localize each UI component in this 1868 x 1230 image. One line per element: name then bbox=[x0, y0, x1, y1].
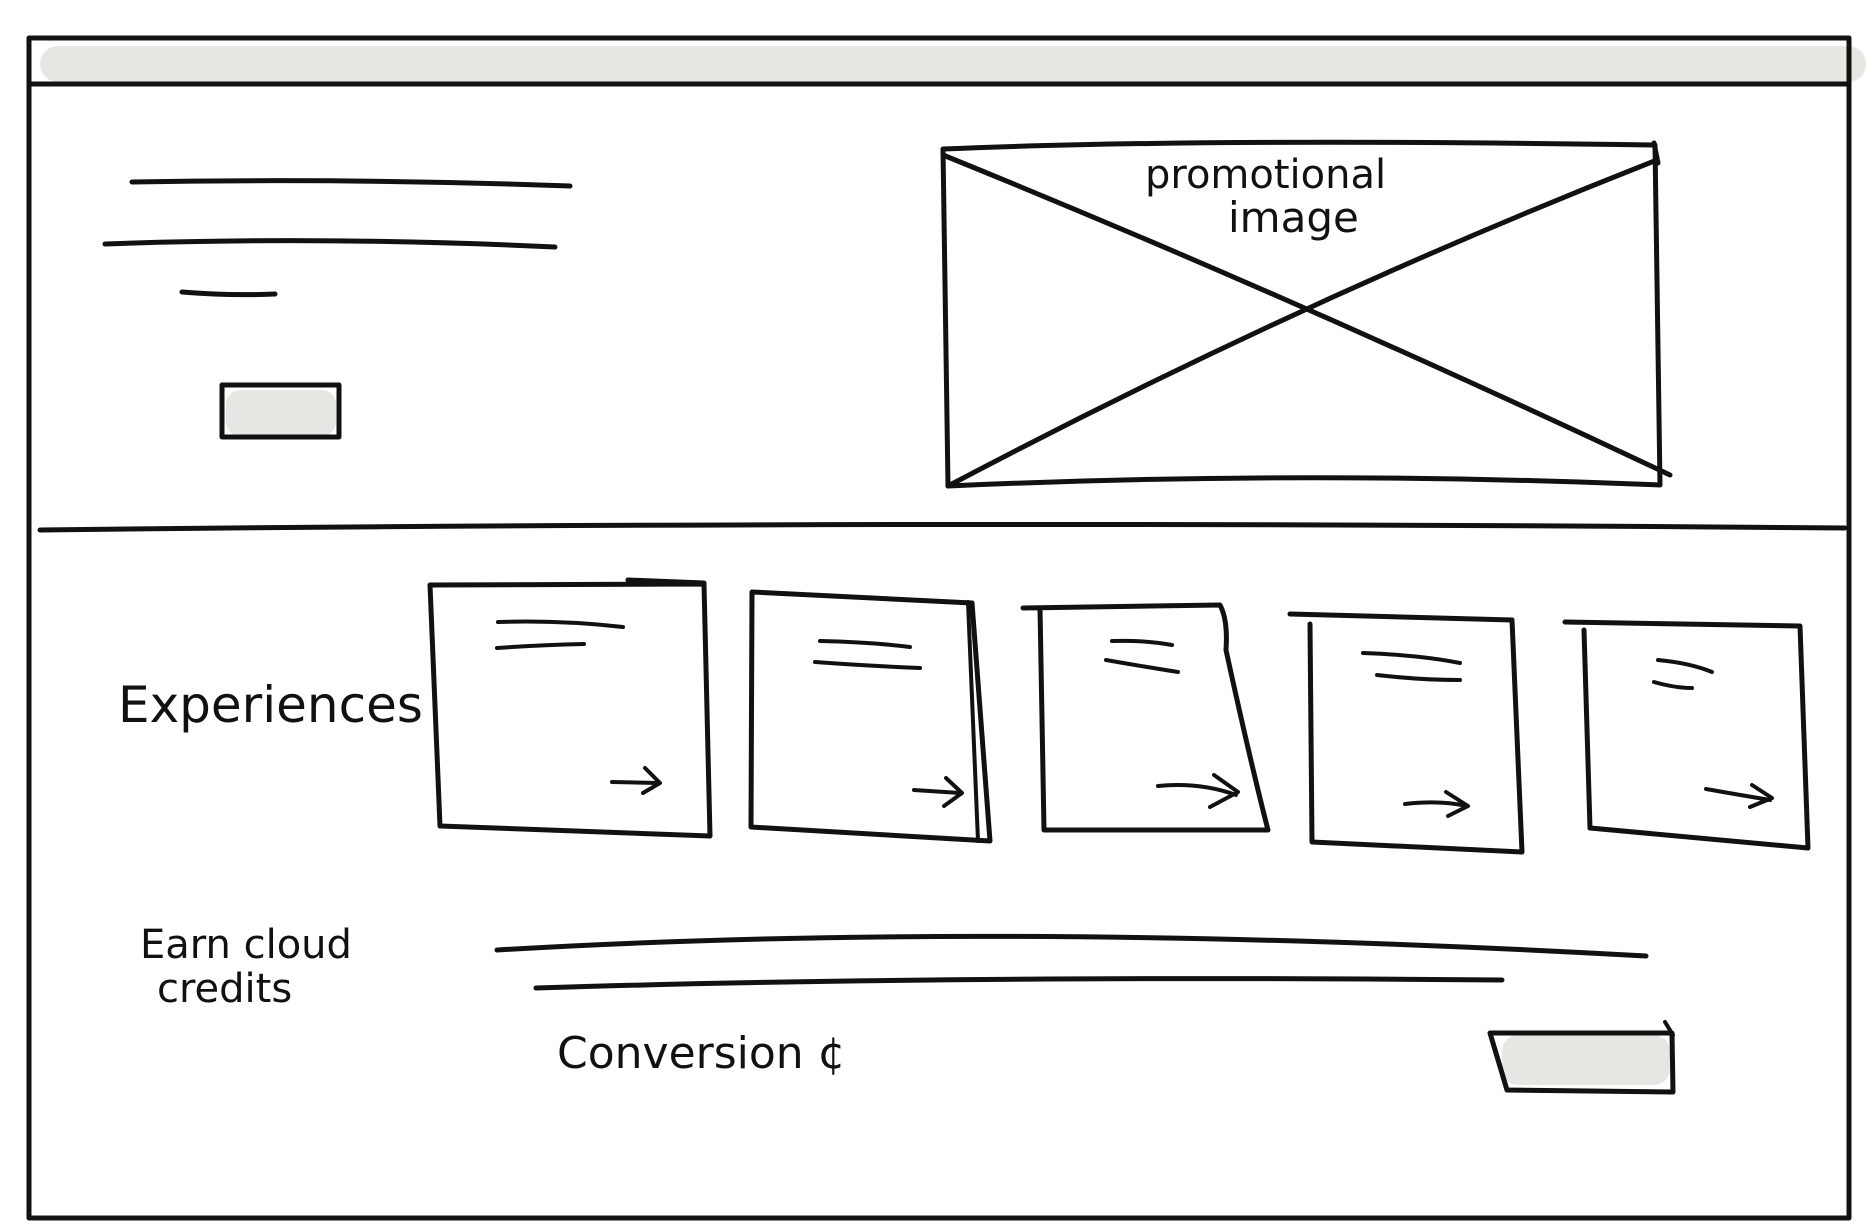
browser-toolbar bbox=[40, 46, 1866, 82]
credits-label-line-1: Earn cloud bbox=[140, 922, 352, 968]
arrow-right-icon[interactable] bbox=[912, 776, 964, 808]
image-placeholder-icon bbox=[940, 139, 1663, 489]
conversion-label: Conversion ¢ bbox=[557, 1028, 846, 1079]
experience-card-4[interactable] bbox=[1287, 611, 1525, 855]
card-5-border bbox=[1562, 619, 1811, 851]
card-1-corner bbox=[625, 577, 707, 586]
card-3-title-line-2 bbox=[1104, 658, 1180, 674]
experience-card-2[interactable] bbox=[748, 589, 993, 844]
hero-section: promotional image bbox=[102, 139, 1673, 489]
image-label-line-1: promotional bbox=[1145, 152, 1386, 198]
card-2-border bbox=[748, 589, 993, 844]
card-1-title-line-2 bbox=[495, 642, 586, 650]
experience-card-3[interactable] bbox=[1020, 602, 1271, 833]
hero-subtext-line bbox=[179, 289, 278, 298]
card-1-border bbox=[427, 581, 713, 839]
hero-cta-border bbox=[219, 382, 342, 440]
promotional-image-placeholder: promotional image bbox=[940, 139, 1673, 489]
credits-text-line-1 bbox=[494, 933, 1649, 959]
credits-action-button[interactable] bbox=[1487, 1020, 1676, 1095]
card-5-title-line-2 bbox=[1652, 680, 1694, 690]
credits-button-tick bbox=[1663, 1020, 1675, 1037]
image-cross-2 bbox=[945, 157, 1660, 489]
hero-heading-line-1 bbox=[129, 178, 573, 189]
card-2-edge bbox=[966, 600, 980, 843]
experience-card-5[interactable] bbox=[1562, 619, 1811, 851]
image-corner-tick bbox=[1651, 140, 1661, 166]
arrow-right-icon[interactable] bbox=[610, 766, 662, 795]
credits-text-line-2 bbox=[533, 976, 1505, 991]
window-border bbox=[26, 35, 1852, 1221]
card-3-border bbox=[1020, 602, 1271, 833]
card-4-border bbox=[1287, 611, 1525, 855]
hero-heading-line-2 bbox=[102, 238, 558, 250]
card-4-title-line-2 bbox=[1375, 673, 1462, 682]
section-divider bbox=[37, 521, 1848, 533]
credits-section: Earn cloud credits Conversion ¢ bbox=[140, 922, 1676, 1095]
card-1-title-line-1 bbox=[496, 619, 625, 629]
card-2-title-line-2 bbox=[813, 660, 922, 670]
card-5-title-line-1 bbox=[1656, 658, 1714, 674]
hero-cta-fill bbox=[226, 390, 336, 436]
credits-label-line-2: credits bbox=[157, 966, 292, 1012]
experiences-label: Experiences bbox=[118, 676, 423, 734]
card-4-title-line-1 bbox=[1361, 651, 1462, 665]
image-label-line-2: image bbox=[1228, 193, 1359, 242]
browser-window bbox=[26, 35, 1866, 1221]
credits-button-fill bbox=[1502, 1035, 1670, 1085]
image-cross-1 bbox=[940, 152, 1673, 478]
experience-card-1[interactable] bbox=[427, 577, 713, 839]
hero-cta-button[interactable] bbox=[219, 382, 342, 440]
credits-button-border bbox=[1487, 1030, 1676, 1095]
arrow-right-icon[interactable] bbox=[1156, 773, 1240, 809]
card-3-title-line-1 bbox=[1110, 638, 1174, 647]
arrow-right-icon[interactable] bbox=[1403, 790, 1470, 818]
experiences-section: Experiences bbox=[118, 577, 1811, 855]
card-2-title-line-1 bbox=[818, 639, 912, 649]
arrow-right-icon[interactable] bbox=[1704, 783, 1774, 809]
